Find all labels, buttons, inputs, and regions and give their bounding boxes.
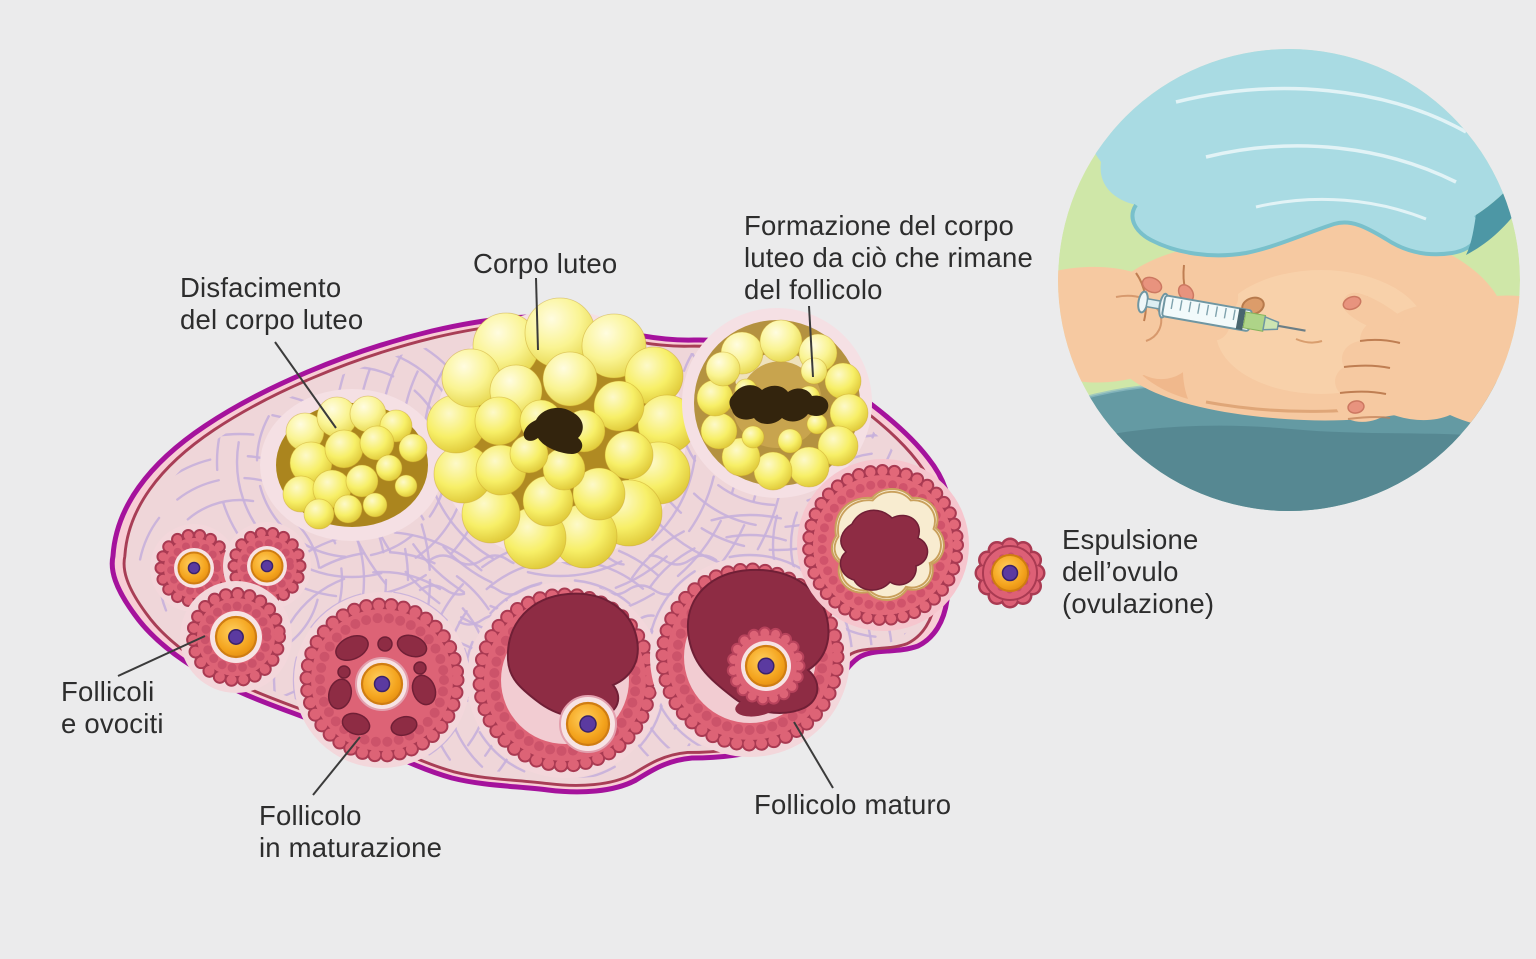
maturing-follicle bbox=[294, 592, 470, 768]
leader-lines bbox=[117, 277, 834, 796]
fingernail bbox=[1141, 276, 1163, 294]
label-follicolo-maturo: Follicolo maturo bbox=[754, 789, 952, 820]
right-hand bbox=[1335, 292, 1520, 428]
corpus-luteum-forming bbox=[682, 308, 872, 498]
label-follicolo-in-maturazione: Follicolo in maturazione bbox=[259, 800, 443, 863]
label-corpo-luteo: Corpo luteo bbox=[473, 248, 618, 279]
primordial-follicle bbox=[180, 581, 292, 693]
secondary-follicle bbox=[467, 582, 663, 778]
needle-hub bbox=[1262, 315, 1280, 331]
fingernail bbox=[1347, 400, 1365, 414]
label-espulsione-ovulo: Espulsione dell’ovulo (ovulazione) bbox=[1062, 524, 1215, 619]
corpus-luteum-degrading bbox=[260, 389, 444, 541]
label-formazione-corpo-luteo: Formazione del corpo luteo da ciò che ri… bbox=[744, 210, 1033, 305]
needle bbox=[1277, 324, 1306, 332]
ruptured-follicle bbox=[797, 459, 969, 631]
corpus-luteum bbox=[426, 297, 697, 570]
injection-inset bbox=[1058, 49, 1520, 511]
mature-follicle bbox=[650, 557, 850, 757]
expelled-ovum bbox=[974, 537, 1046, 609]
primordial-follicles bbox=[150, 522, 311, 693]
label-disfacimento-corpo-luteo: Disfacimento del corpo luteo bbox=[180, 272, 364, 335]
label-follicoli-ovociti: Follicoli e ovociti bbox=[61, 676, 164, 739]
syringe bbox=[1137, 290, 1306, 332]
primordial-follicle bbox=[223, 522, 311, 610]
fingernail bbox=[1342, 295, 1362, 311]
